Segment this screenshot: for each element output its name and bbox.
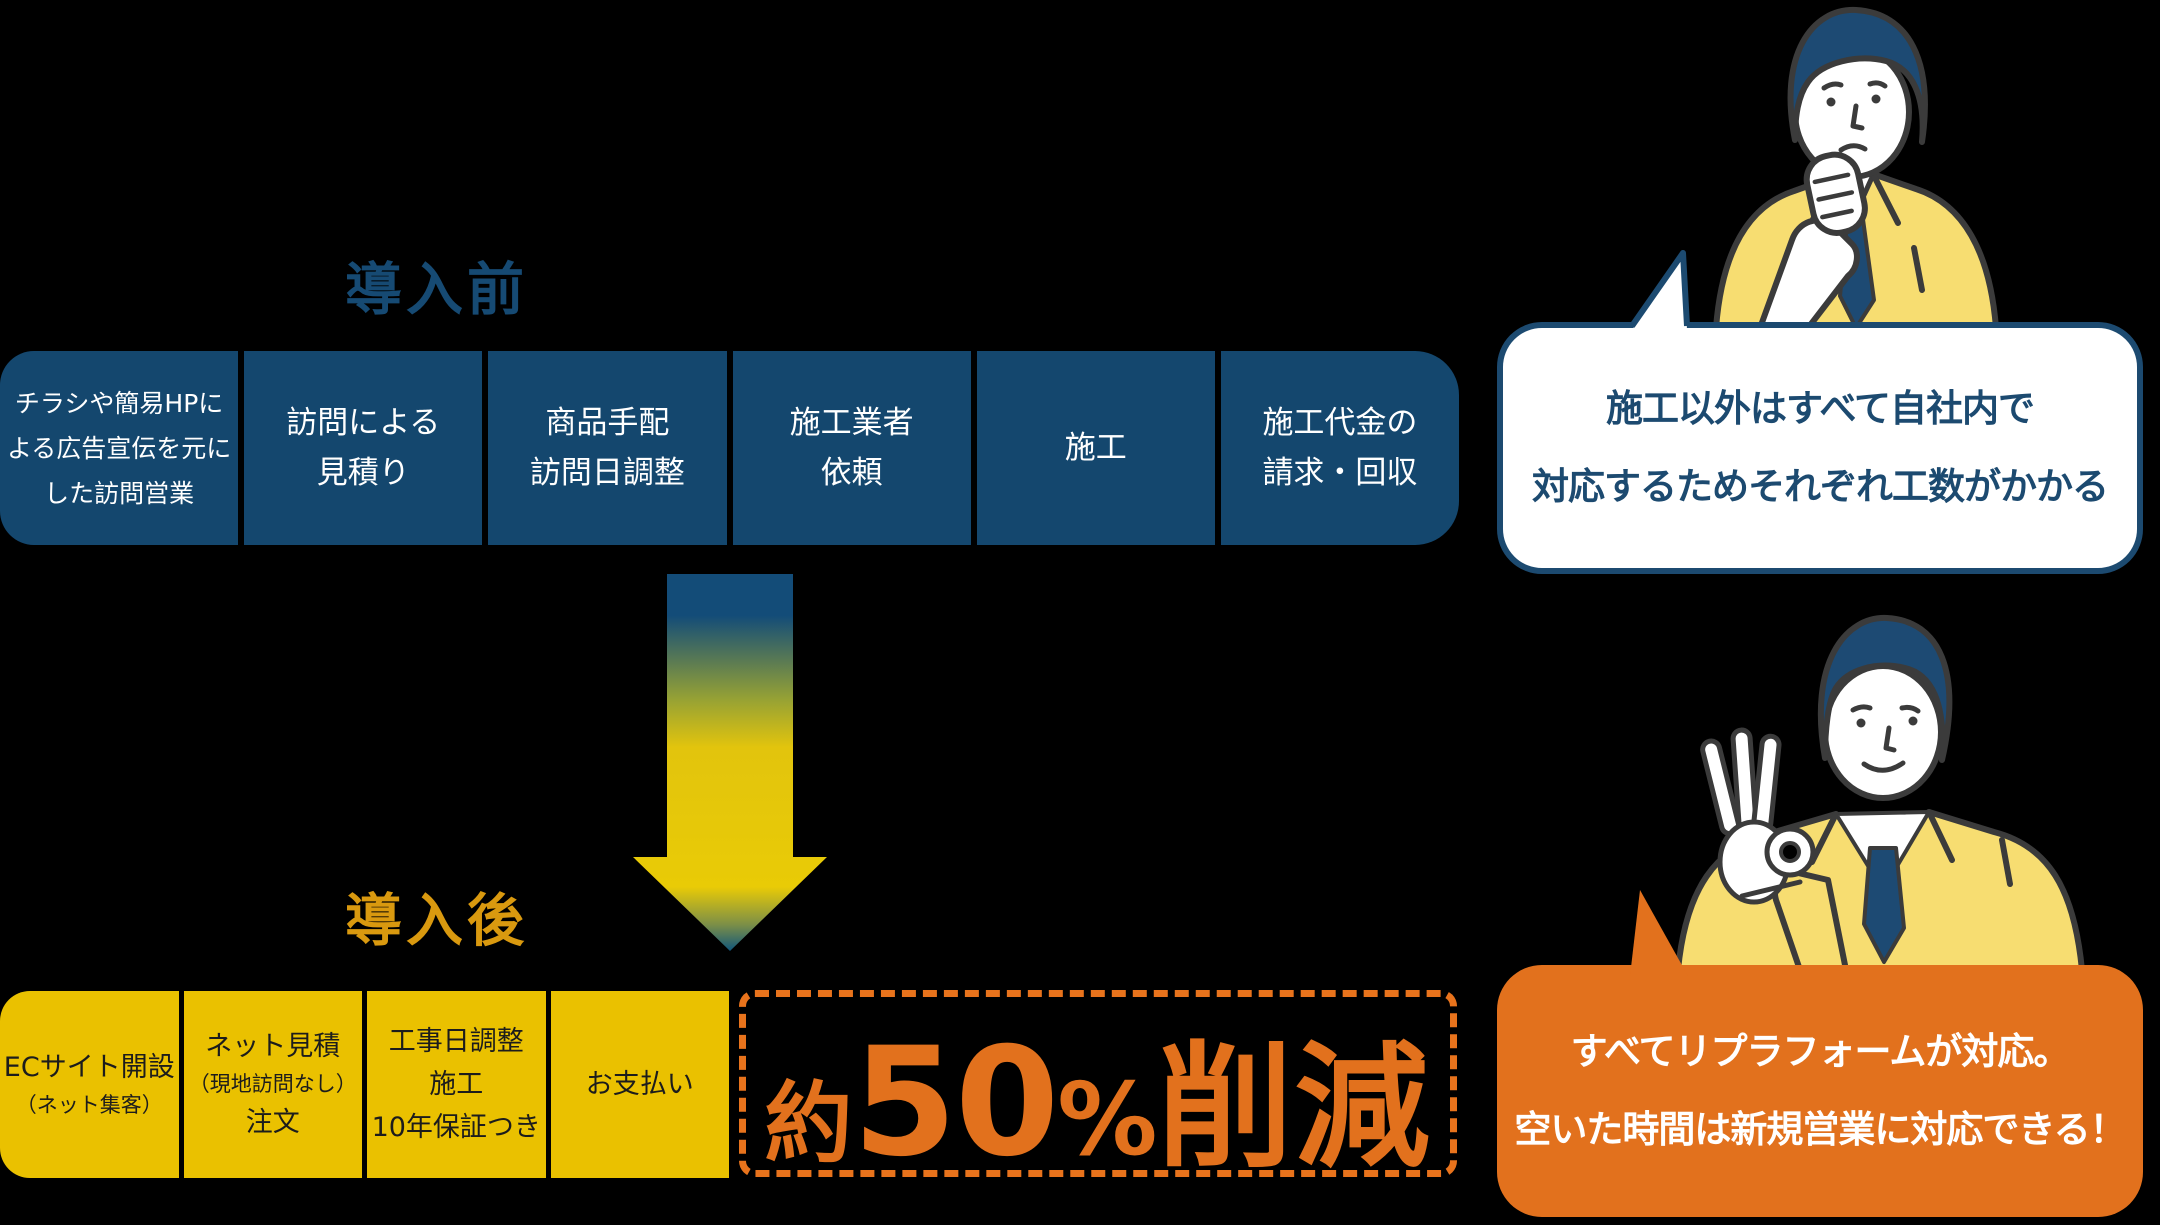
step-line: チラシや簡易HPに — [14, 388, 224, 418]
step-line: 施工業者 — [789, 404, 914, 441]
after-speech-bubble: すべてリプラフォームが対応。 空いた時間は新規営業に対応できる！ — [1497, 965, 2143, 1217]
gradient-down-arrow-icon — [633, 574, 827, 951]
step-line: 施工代金の — [1262, 404, 1418, 441]
reduction-suffix: 削減 — [1157, 1029, 1432, 1186]
step-line: 請求・回収 — [1262, 455, 1418, 491]
lapel-lines — [1789, 809, 2013, 889]
after-step-net-estimate: ネット見積 （現地訪問なし） 注文 — [183, 991, 362, 1178]
bubble-line: 施工以外はすべて自社内で — [1606, 387, 2035, 431]
after-step-payment: お支払い — [550, 991, 729, 1178]
step-line: 10年保証つき — [371, 1112, 541, 1144]
step-line: お支払い — [585, 1068, 694, 1100]
hair — [1787, 6, 1928, 145]
hair — [1817, 614, 1953, 763]
before-speech-bubble: 施工以外はすべて自社内で 対応するためそれぞれ工数がかかる — [1497, 322, 2143, 574]
eyebrows — [1850, 704, 1921, 714]
after-step-ec-site: ECサイト開設 （ネット集客） — [0, 991, 179, 1178]
step-line: 訪問による — [286, 404, 441, 441]
step-line: 注文 — [245, 1107, 300, 1139]
bubble-line: 空いた時間は新規営業に対応できる！ — [1514, 1108, 2126, 1151]
eye-right — [1871, 94, 1881, 104]
after-title: 導入後 — [345, 888, 528, 954]
after-process-row: ECサイト開設 （ネット集客） ネット見積 （現地訪問なし） 注文 工事日調整 … — [0, 991, 729, 1178]
step-line: ネット見積 — [205, 1030, 341, 1062]
step-line: 訪問日調整 — [529, 455, 685, 491]
eye-left — [1856, 718, 1866, 728]
step-line: （現地訪問なし） — [188, 1071, 357, 1096]
step-line: した訪問営業 — [44, 478, 195, 508]
before-step-contractor-request: 施工業者 依頼 — [732, 351, 971, 545]
before-step-visit-estimate: 訪問による 見積り — [244, 351, 483, 545]
before-step-flyer-sales: チラシや簡易HPに よる広告宣伝を元に した訪問営業 — [0, 351, 239, 545]
reduction-highlight-box: 約 50 % 削減 — [739, 990, 1457, 1190]
arm — [1757, 217, 1860, 328]
mouth-smile — [1861, 760, 1906, 773]
tie — [1862, 846, 1906, 964]
reduction-prefix: 約 — [764, 1072, 853, 1175]
before-step-product-arrange: 商品手配 訪問日調整 — [488, 351, 727, 545]
before-step-billing: 施工代金の 請求・回収 — [1220, 351, 1460, 545]
ok-sign-businessman-illustration — [1675, 614, 2085, 970]
eyebrows — [1821, 80, 1888, 91]
before-step-construction: 施工 — [976, 351, 1215, 545]
step-line: 依頼 — [820, 455, 883, 491]
step-line: （ネット集客） — [15, 1093, 163, 1118]
reduction-unit: % — [1057, 1061, 1158, 1178]
bubble-line: すべてリプラフォームが対応。 — [1570, 1030, 2071, 1074]
step-line: 工事日調整 — [388, 1025, 524, 1057]
face — [1822, 663, 1944, 801]
reduction-value: 50 — [852, 1016, 1060, 1190]
step-line: 商品手配 — [545, 404, 670, 441]
step-line: よる広告宣伝を元に — [6, 433, 232, 463]
eye-left — [1826, 97, 1836, 107]
step-line: 施工 — [1064, 429, 1127, 466]
ok-hand — [1700, 727, 1816, 905]
step-line: 施工 — [429, 1068, 484, 1100]
nose — [1883, 725, 1897, 753]
step-line: 見積り — [316, 455, 410, 491]
eye-right — [1908, 716, 1918, 726]
fist-on-chin — [1803, 151, 1868, 236]
before-process-row: チラシや簡易HPに よる広告宣伝を元に した訪問営業 訪問による 見積り 商品手… — [0, 351, 1460, 545]
before-title: 導入前 — [345, 257, 528, 323]
worried-businessman-illustration — [1713, 6, 1999, 328]
nose — [1850, 103, 1865, 131]
after-step-schedule-construction: 工事日調整 施工 10年保証つき — [367, 991, 546, 1178]
step-line: ECサイト開設 — [3, 1052, 175, 1084]
bubble-line: 対応するためそれぞれ工数がかかる — [1532, 465, 2109, 508]
mouth-frown — [1838, 143, 1868, 153]
